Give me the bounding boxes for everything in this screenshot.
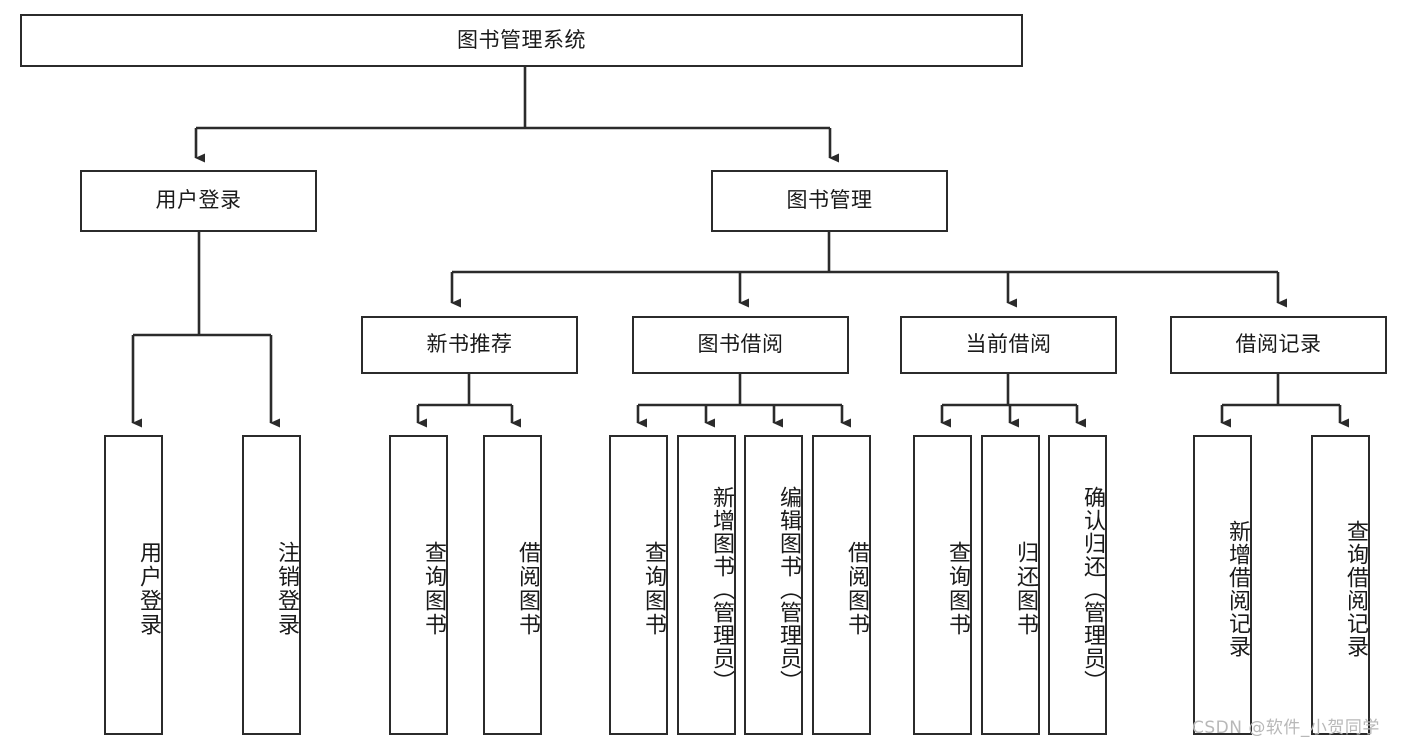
node-label: 用户登录 bbox=[155, 188, 242, 213]
watermark-text: CSDN @软件_小贺同学 bbox=[1192, 718, 1380, 738]
node-user-login[interactable]: 用户登录 bbox=[80, 170, 317, 232]
node-leaf-add-book-admin[interactable]: 新增图书（管理员） bbox=[677, 435, 736, 735]
node-label: 确认归还（管理员） bbox=[1080, 485, 1105, 693]
node-label: 图书借阅 bbox=[697, 332, 784, 357]
node-current-borrow[interactable]: 当前借阅 bbox=[900, 316, 1117, 374]
node-label: 查询图书 bbox=[945, 541, 970, 637]
node-leaf-user-logout[interactable]: 注销登录 bbox=[242, 435, 301, 735]
node-leaf-edit-book-admin[interactable]: 编辑图书（管理员） bbox=[744, 435, 803, 735]
node-label: 注销登录 bbox=[274, 541, 299, 637]
node-borrow-record[interactable]: 借阅记录 bbox=[1170, 316, 1387, 374]
node-book-management[interactable]: 图书管理 bbox=[711, 170, 948, 232]
node-new-book-recommend[interactable]: 新书推荐 bbox=[361, 316, 578, 374]
node-root-book-management-system[interactable]: 图书管理系统 bbox=[20, 14, 1023, 67]
node-label: 查询图书 bbox=[421, 541, 446, 637]
node-label: 图书管理 bbox=[786, 188, 873, 213]
node-leaf-borrow-book[interactable]: 借阅图书 bbox=[812, 435, 871, 735]
node-label: 查询图书 bbox=[641, 541, 666, 637]
node-leaf-user-login[interactable]: 用户登录 bbox=[104, 435, 163, 735]
node-label: 借阅图书 bbox=[844, 541, 869, 637]
node-label: 借阅图书 bbox=[515, 541, 540, 637]
node-leaf-confirm-return-admin[interactable]: 确认归还（管理员） bbox=[1048, 435, 1107, 735]
node-leaf-add-borrow-record[interactable]: 新增借阅记录 bbox=[1193, 435, 1252, 735]
node-label: 新增图书（管理员） bbox=[709, 485, 734, 693]
node-leaf-query-book[interactable]: 查询图书 bbox=[609, 435, 668, 735]
node-label: 当前借阅 bbox=[965, 332, 1052, 357]
node-leaf-return-book[interactable]: 归还图书 bbox=[981, 435, 1040, 735]
node-label: 图书管理系统 bbox=[457, 27, 586, 52]
node-book-borrow[interactable]: 图书借阅 bbox=[632, 316, 849, 374]
node-label: 借阅记录 bbox=[1235, 332, 1322, 357]
node-leaf-query-borrow-record[interactable]: 查询借阅记录 bbox=[1311, 435, 1370, 735]
node-label: 归还图书 bbox=[1013, 541, 1038, 637]
node-label: 编辑图书（管理员） bbox=[776, 485, 801, 693]
node-leaf-query-book-recommend[interactable]: 查询图书 bbox=[389, 435, 448, 735]
node-leaf-borrow-book-recommend[interactable]: 借阅图书 bbox=[483, 435, 542, 735]
node-label: 新增借阅记录 bbox=[1225, 520, 1250, 658]
node-label: 用户登录 bbox=[136, 541, 161, 637]
node-label: 查询借阅记录 bbox=[1343, 520, 1368, 658]
node-leaf-query-book-current[interactable]: 查询图书 bbox=[913, 435, 972, 735]
node-label: 新书推荐 bbox=[426, 332, 513, 357]
